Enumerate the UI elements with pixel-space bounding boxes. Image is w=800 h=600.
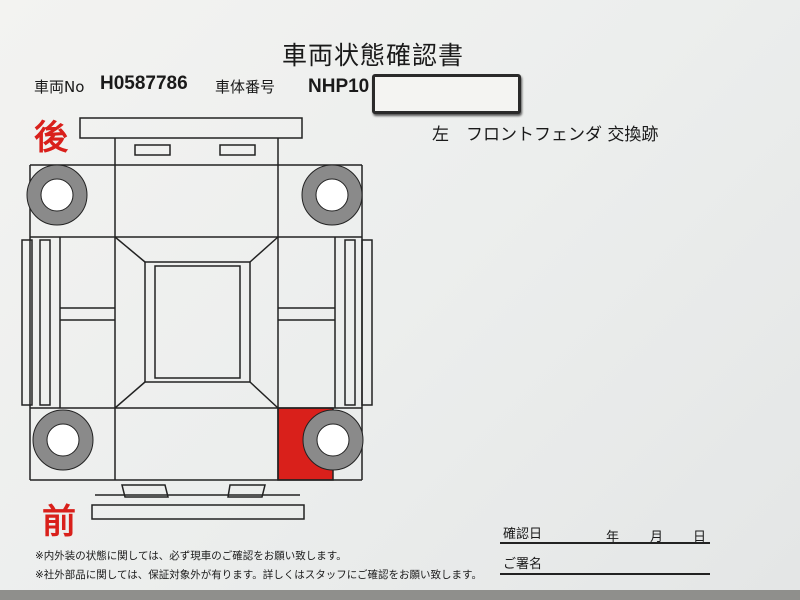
front-label: 前 xyxy=(42,502,76,542)
signature-underline xyxy=(500,573,710,575)
redaction-sticker xyxy=(372,74,521,114)
chassis-no: NHP10 xyxy=(308,76,370,97)
day-label: 日 xyxy=(693,530,707,545)
wheel-icon xyxy=(26,164,88,226)
year-label: 年 xyxy=(606,530,620,545)
vehicle-no: H0587786 xyxy=(100,73,188,94)
wheel-icon xyxy=(302,409,364,471)
front-bumper xyxy=(91,504,305,520)
note-2: ※社外部品に関しては、保証対象外が有ります。詳しくはスタッフにご確認をお願い致し… xyxy=(35,569,482,581)
wheel-icon xyxy=(32,409,94,471)
rear-bumper xyxy=(79,117,303,139)
remark-text: 左 フロントフェンダ 交換跡 xyxy=(432,125,659,145)
vehicle-no-label: 車両No xyxy=(34,78,85,96)
wheels xyxy=(26,164,364,471)
date-underline xyxy=(500,542,710,544)
chassis-label: 車体番号 xyxy=(215,78,276,96)
confirm-date-label: 確認日 xyxy=(503,527,543,542)
form-title: 車両状態確認書 xyxy=(282,41,465,70)
month-label: 月 xyxy=(650,530,664,545)
note-1: ※内外装の状態に関しては、必ず現車のご確認をお願い致します。 xyxy=(35,550,347,562)
wheel-icon xyxy=(301,164,363,226)
signature-label: ご署名 xyxy=(503,557,543,572)
rear-label: 後 xyxy=(34,118,68,158)
